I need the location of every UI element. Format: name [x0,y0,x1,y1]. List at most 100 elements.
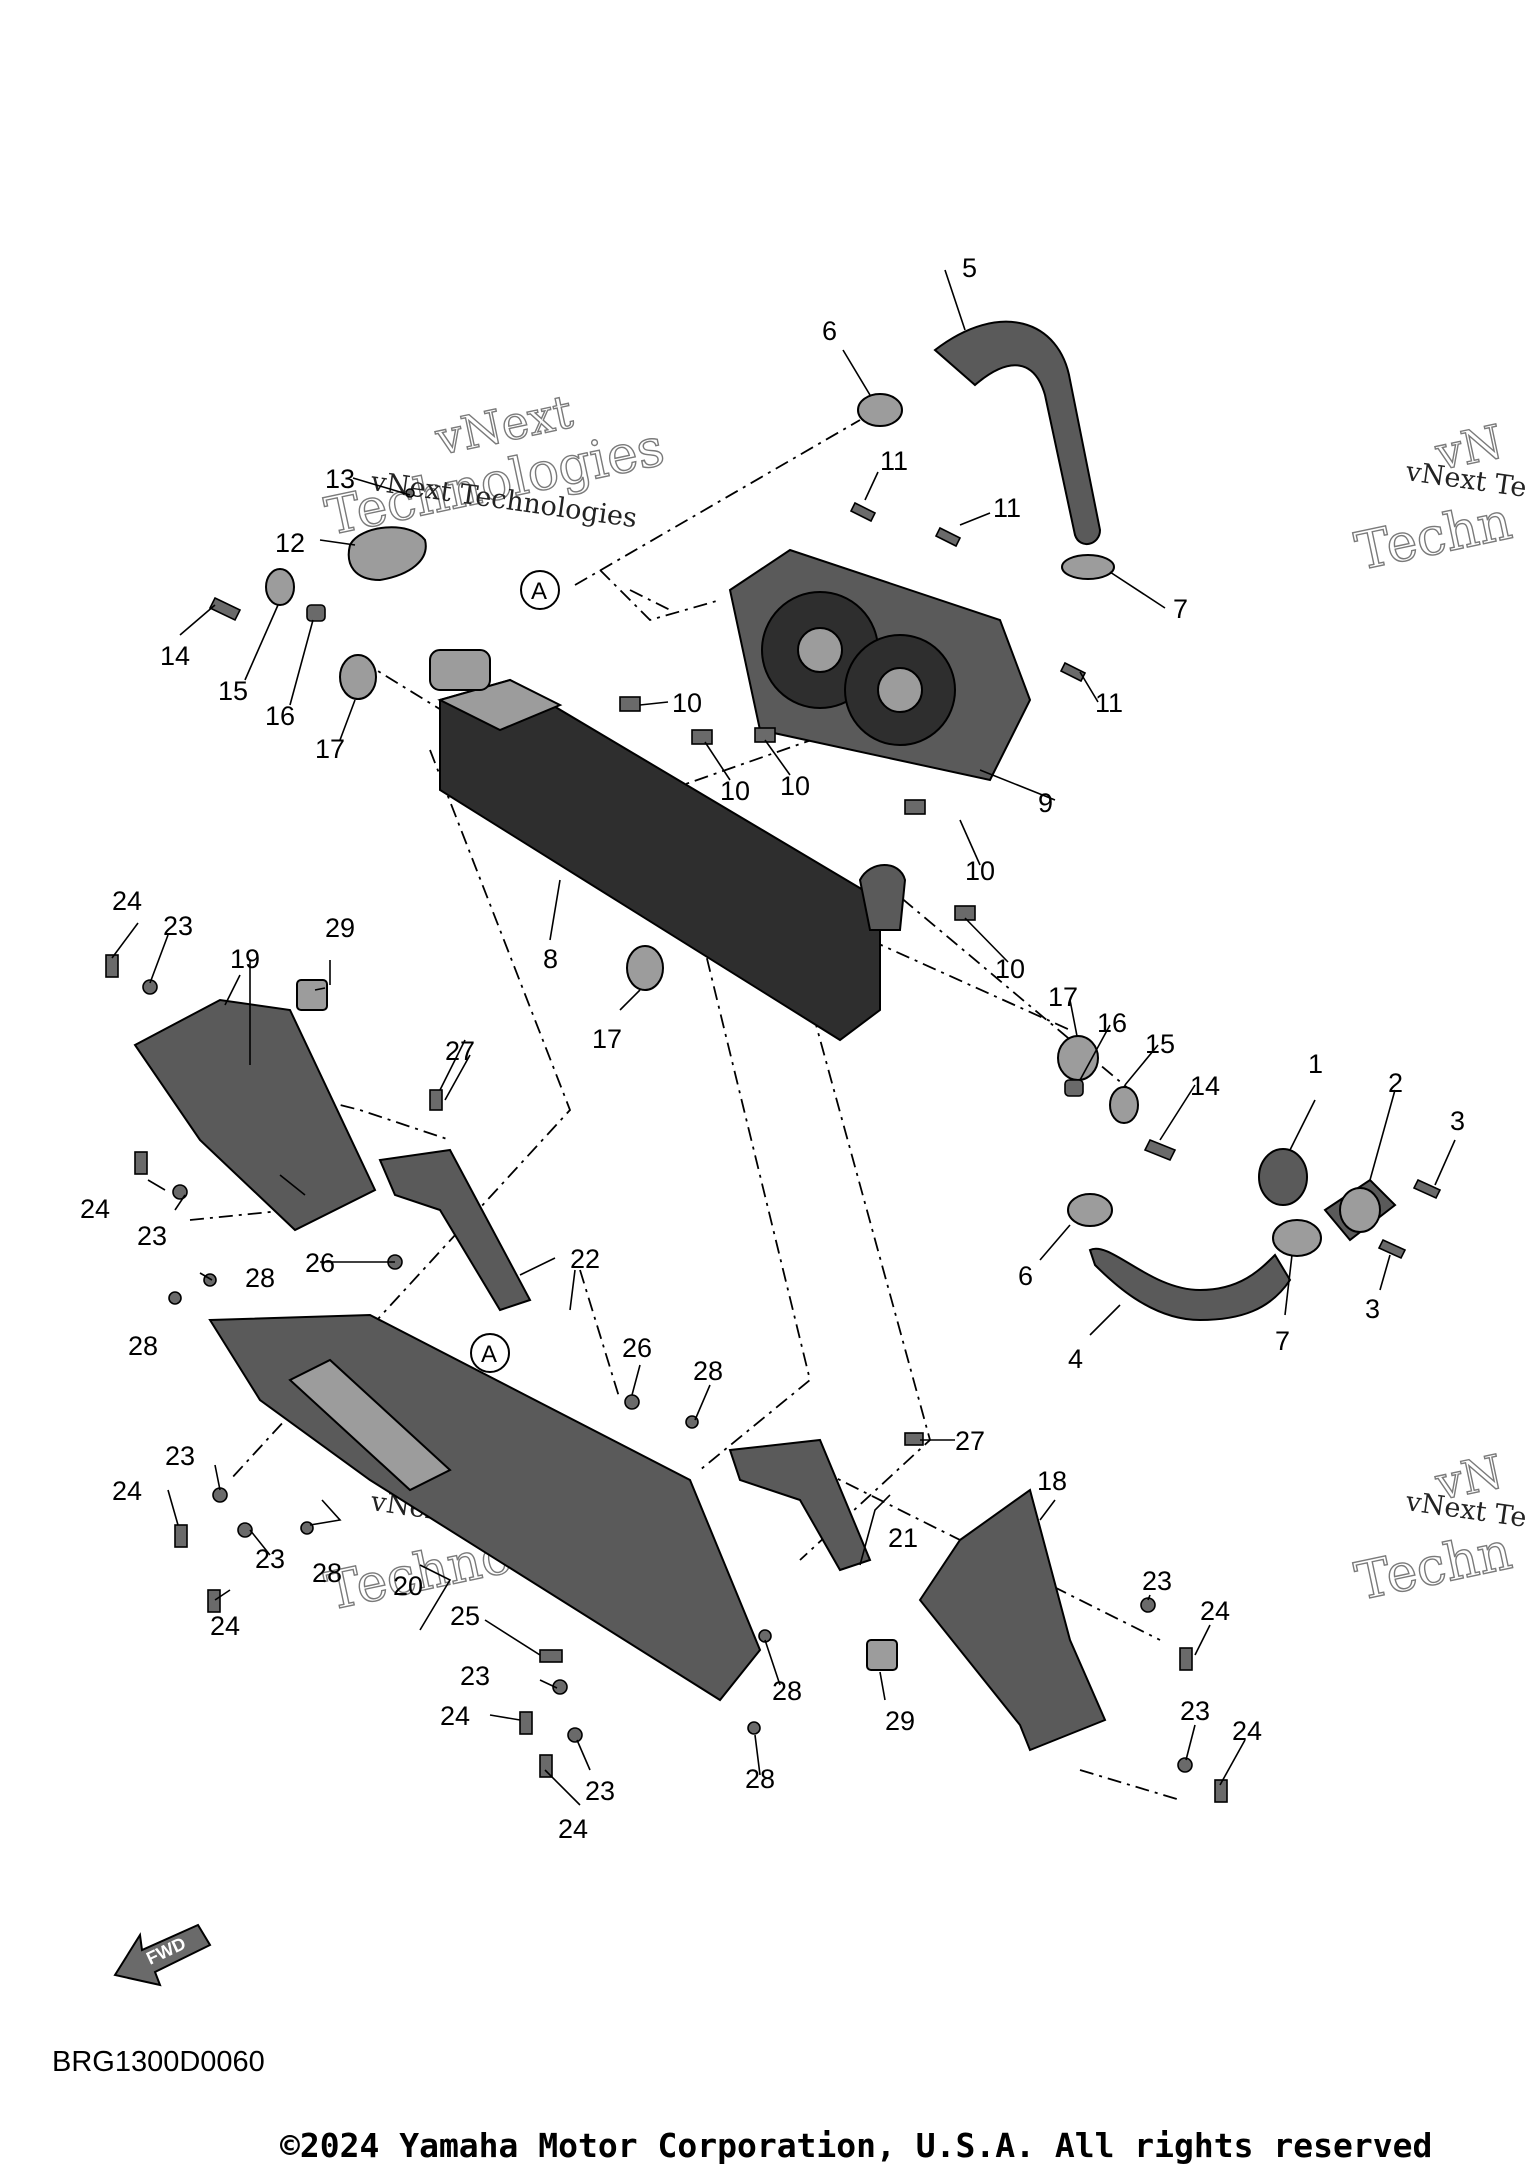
label-25: 25 [450,1601,480,1631]
nut-23-d [237,1522,253,1538]
watermark-partial-line2: Techn [1350,491,1517,582]
watermark-bottom-right: vN Techn vNext Te [1350,1443,1529,1613]
bolt-24-e [519,1711,533,1735]
bolt-3-upper [1412,1178,1442,1200]
drawing-code: BRG1300D0060 [52,2046,265,2078]
bolt-25 [539,1649,563,1663]
fan-assembly [728,548,1032,782]
bolt-24-f [539,1754,553,1778]
label-16-right: 16 [1097,1008,1127,1038]
bolt-11-b [934,526,962,548]
label-29-b: 29 [885,1706,915,1736]
hose-clamp-7-lower [1272,1219,1322,1257]
label-21: 21 [888,1523,918,1553]
upper-hose [933,320,1102,545]
label-11-b: 11 [993,493,1021,523]
label-23-g: 23 [1142,1566,1172,1596]
radiator-cap [347,526,427,582]
bolt-14-right [1143,1138,1177,1162]
label-18: 18 [1037,1466,1067,1496]
label-14-upper: 14 [160,641,190,671]
label-1: 1 [1308,1049,1323,1079]
label-28-e: 28 [772,1676,802,1706]
label-24-h: 24 [1232,1716,1262,1746]
bolt-24-a [105,954,119,978]
leader-lines [111,269,1456,1806]
clip-29-lower [866,1639,898,1671]
clip-10-b [691,729,713,745]
reference-letter-top: A [531,578,547,605]
label-13: 13 [325,464,355,494]
label-17-right: 17 [1048,982,1078,1012]
label-6-lower: 6 [1018,1261,1033,1291]
bracket-22 [378,1148,532,1312]
label-11-a: 11 [880,446,908,476]
label-23-a: 23 [163,911,193,941]
grommet-17-upper [339,654,377,700]
bracket-21 [728,1438,872,1572]
clip-29-upper [296,979,328,1011]
bolt-24-d [207,1589,221,1613]
nut-23-g [1140,1597,1156,1613]
grommet-17-middle [626,945,664,991]
label-8: 8 [543,944,558,974]
label-24-d: 24 [210,1611,240,1641]
right-shroud [918,1488,1107,1752]
label-3-lower: 3 [1365,1294,1380,1324]
washer-15-right [1109,1086,1139,1124]
clip-28-d [300,1521,314,1535]
label-14-right: 14 [1190,1071,1220,1101]
clip-28-f [747,1721,761,1735]
bolt-24-g [1179,1647,1193,1671]
copyright-notice: ©2024 Yamaha Motor Corporation, U.S.A. A… [280,2126,1433,2165]
label-22: 22 [570,1244,600,1274]
part-number-labels: 1 2 3 3 4 5 6 6 7 7 8 9 10 10 10 10 10 1… [80,253,1465,1844]
label-24-f: 24 [558,1814,588,1844]
nut-23-h [1177,1757,1193,1773]
bolt-27-a [429,1089,443,1111]
label-24-g: 24 [1200,1596,1230,1626]
label-24-b: 24 [80,1194,110,1224]
nut-23-c [212,1487,228,1503]
label-16-upper: 16 [265,701,295,731]
washer-15-upper [265,568,295,606]
left-shroud [133,998,377,1232]
clip-10-c [754,727,776,743]
radiator-guard [208,1313,762,1702]
label-23-d: 23 [255,1544,285,1574]
label-23-h: 23 [1180,1696,1210,1726]
label-10-d: 10 [965,856,995,886]
nut-26-b [624,1394,640,1410]
bolt-11-a [849,501,877,523]
hose-clamp-7-upper [1061,554,1115,580]
reference-callout-bottom: A [470,1333,510,1373]
cap-pin [405,488,415,498]
label-2: 2 [1388,1068,1403,1098]
label-10-b: 10 [720,776,750,806]
reference-callout-top: A [520,570,560,610]
nut-23-a [142,979,158,995]
label-23-b: 23 [137,1221,167,1251]
label-26-b: 26 [622,1333,652,1363]
label-5: 5 [962,253,977,283]
label-26-a: 26 [305,1248,335,1278]
label-28-d: 28 [312,1558,342,1588]
label-28-f: 28 [745,1764,775,1794]
label-20: 20 [393,1571,423,1601]
label-28-a: 28 [245,1263,275,1293]
bolt-24-h [1214,1779,1228,1803]
clip-10-a [619,696,641,712]
forward-direction-icon: FWD [113,1923,212,1987]
label-10-e: 10 [995,954,1025,984]
collar-16-upper [306,604,326,622]
label-10-a: 10 [672,688,702,718]
label-3-upper: 3 [1450,1106,1465,1136]
label-24-a: 24 [112,886,142,916]
label-6-upper: 6 [822,316,837,346]
label-23-c: 23 [165,1441,195,1471]
label-17-upper: 17 [315,734,345,764]
label-15-upper: 15 [218,676,248,706]
bolt-3-lower [1377,1238,1407,1260]
watermark-top-left: vNext Technologies vNext Technologies [320,383,671,548]
watermark-partial-line2-b: Techn [1350,1521,1517,1612]
